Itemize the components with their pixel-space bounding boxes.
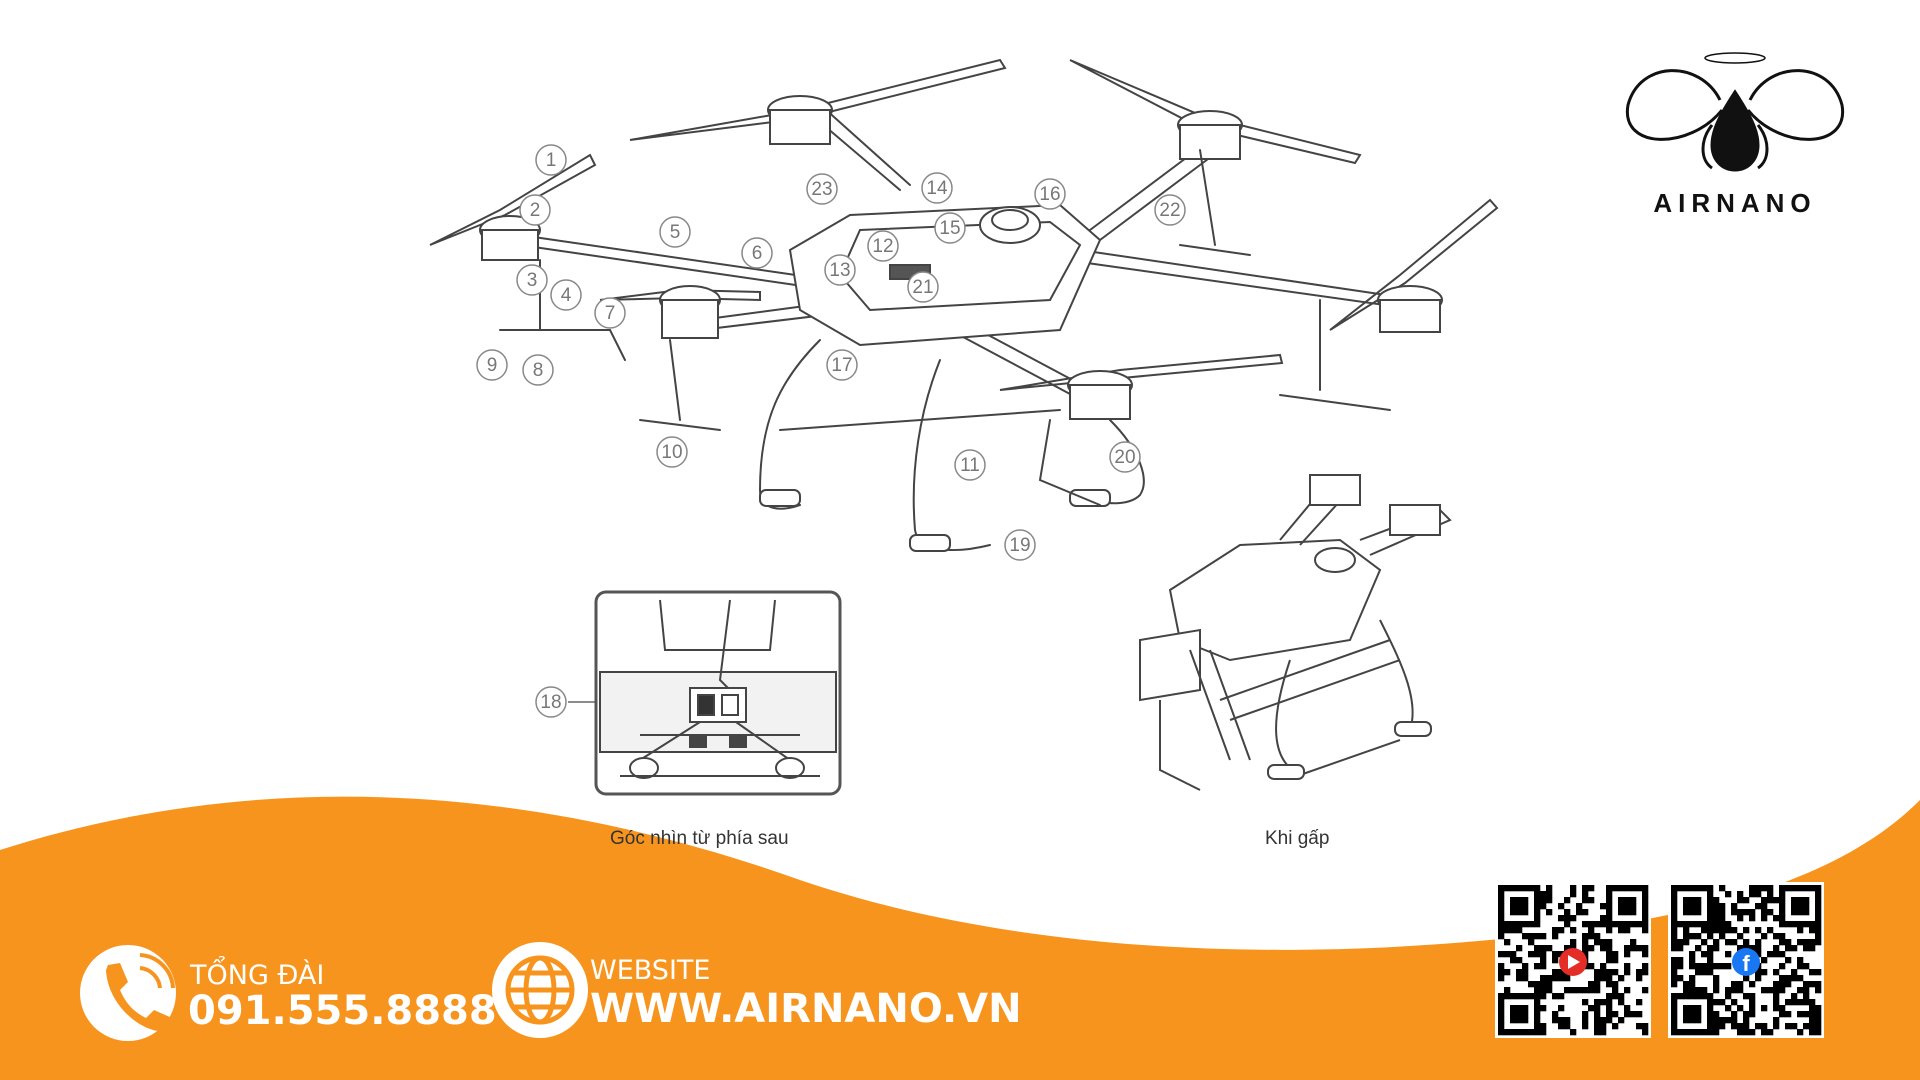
svg-text:23: 23 [811,179,832,200]
svg-text:6: 6 [752,243,763,264]
svg-text:2: 2 [530,200,541,221]
svg-text:15: 15 [939,218,960,239]
svg-text:7: 7 [605,303,616,324]
folded-drone-diagram [1139,474,1452,791]
callout-23: 23 [806,173,838,205]
callout-17: 17 [826,349,858,381]
callout-2: 2 [519,194,551,226]
callout-16: 16 [1034,178,1066,210]
rear-view-inset [594,590,842,796]
svg-text:13: 13 [829,260,850,281]
callout-8: 8 [522,354,554,386]
svg-text:12: 12 [872,236,893,257]
callout-20: 20 [1109,441,1141,473]
callout-10: 10 [656,436,688,468]
caption-rear-view: Góc nhìn từ phía sau [610,828,789,849]
callout-1: 1 [535,144,567,176]
svg-text:17: 17 [831,355,852,376]
facebook-icon: f [1732,948,1760,976]
caption-folded: Khi gấp [1265,828,1330,849]
svg-text:21: 21 [912,277,933,298]
svg-text:5: 5 [670,222,681,243]
callout-21: 21 [907,271,939,303]
svg-text:14: 14 [926,178,948,199]
svg-text:22: 22 [1159,200,1180,221]
website-label: WEBSITE [590,955,711,986]
svg-text:16: 16 [1039,184,1060,205]
svg-text:19: 19 [1009,535,1030,556]
callout-14: 14 [921,172,953,204]
svg-text:20: 20 [1114,447,1135,468]
callout-13: 13 [824,254,856,286]
svg-text:1: 1 [546,150,557,171]
airnano-logo [1625,52,1845,172]
qr-code-facebook[interactable] [1668,882,1824,1038]
svg-text:3: 3 [527,270,538,291]
callout-22: 22 [1154,194,1186,226]
hotline-number[interactable]: 091.555.8888 [188,988,497,1034]
callout-7: 7 [594,297,626,329]
phone-icon [80,945,176,1041]
hotline-label: TỔNG ĐÀI [190,960,325,991]
callout-5: 5 [659,216,691,248]
globe-icon [492,942,588,1038]
svg-text:9: 9 [487,355,498,376]
footer-wave [0,796,1920,1080]
brand-name: AIRNANO [1653,188,1817,218]
svg-text:11: 11 [960,455,980,476]
svg-text:10: 10 [661,442,682,463]
svg-text:18: 18 [540,692,561,713]
callout-9: 9 [476,349,508,381]
callout-3: 3 [516,264,548,296]
callout-12: 12 [867,230,899,262]
callout-15: 15 [934,212,966,244]
callout-4: 4 [550,279,582,311]
callout-19: 19 [1004,529,1036,561]
drone-main-diagram [429,58,1499,552]
callout-11: 11 [954,449,986,481]
svg-text:4: 4 [561,285,572,306]
youtube-icon [1559,948,1587,976]
callout-18: 18 [535,686,567,718]
svg-text:f: f [1742,951,1750,976]
svg-text:8: 8 [533,360,544,381]
callout-6: 6 [741,237,773,269]
website-url[interactable]: WWW.AIRNANO.VN [590,986,1022,1032]
